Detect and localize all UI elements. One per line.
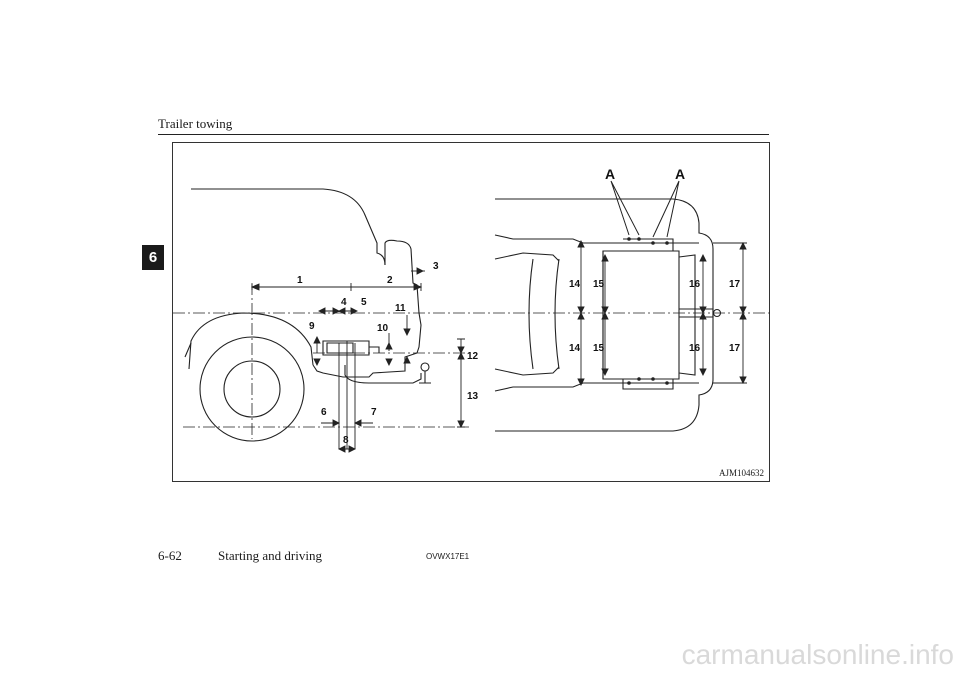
- rear-axle-left: [528, 258, 534, 370]
- hitch-receiver-box: [322, 340, 370, 356]
- right-callouts: A A 14 14 15 15 16 16 17 17: [569, 166, 741, 354]
- callout-17-bottom: 17: [729, 343, 741, 354]
- rear-wheel: [199, 336, 305, 442]
- watermark: carmanualsonline.info: [681, 639, 954, 670]
- towing-dimensions-diagram: 1 2 3 4 5 6 7 8 9 10 11 12 13: [173, 166, 771, 453]
- hitch-bar: [344, 365, 422, 384]
- footer-section: Starting and driving: [218, 548, 322, 563]
- technical-figure: 1 2 3 4 5 6 7 8 9 10 11 12 13: [172, 142, 771, 482]
- crossmember-frame: [602, 250, 680, 380]
- rear-wheel-hub: [223, 360, 281, 418]
- hitch-inner-box: [326, 342, 354, 354]
- page-number: 6-62: [158, 548, 182, 563]
- callout-11: 11: [395, 303, 406, 314]
- tow-ball: [420, 362, 430, 372]
- callout-9: 9: [309, 321, 315, 332]
- callout-16-bottom: 16: [689, 343, 701, 354]
- rear-bumper-outline: [312, 352, 418, 378]
- header-rule: [158, 134, 769, 135]
- tailgate-outline: [384, 239, 422, 354]
- callout-7: 7: [371, 407, 377, 418]
- chapter-tab: 6: [142, 245, 164, 270]
- callout-15-top: 15: [593, 279, 605, 290]
- callout-6: 6: [321, 407, 327, 418]
- roof-outline: [191, 188, 386, 266]
- callout-5: 5: [361, 297, 367, 308]
- callout-13: 13: [467, 391, 479, 402]
- callout-2: 2: [387, 275, 393, 286]
- tow-ball-top: [712, 308, 722, 318]
- rear-axle-right: [554, 258, 560, 370]
- callout-3: 3: [433, 261, 439, 272]
- callout-16-top: 16: [689, 279, 701, 290]
- reference-a-left: A: [605, 166, 615, 182]
- callout-17-top: 17: [729, 279, 741, 290]
- callout-15-bottom: 15: [593, 343, 605, 354]
- document-code: OVWX17E1: [426, 552, 470, 561]
- callout-8: 8: [343, 435, 349, 446]
- section-title: Trailer towing: [158, 116, 233, 131]
- callout-14-bottom: 14: [569, 343, 581, 354]
- left-callouts: 1 2 3 4 5 6 7 8 9 10 11 12 13: [297, 261, 479, 446]
- callout-4: 4: [341, 297, 347, 308]
- callout-10: 10: [377, 323, 389, 334]
- callout-14-top: 14: [569, 279, 581, 290]
- callout-12: 12: [467, 351, 479, 362]
- figure-id: AJM104632: [718, 468, 764, 478]
- callout-1: 1: [297, 275, 303, 286]
- reference-a-right: A: [675, 166, 685, 182]
